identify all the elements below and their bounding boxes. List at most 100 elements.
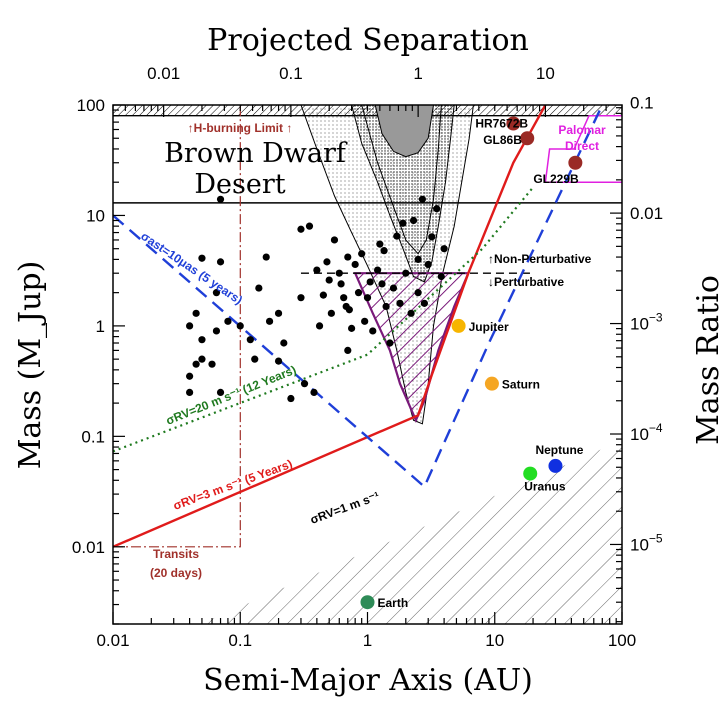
astrometry-label: σast=10μas (5 years): [138, 229, 245, 307]
exoplanet-point: [192, 309, 200, 317]
exoplanet-point: [236, 322, 244, 330]
exoplanet-point: [386, 339, 394, 347]
exoplanet-point: [300, 380, 309, 388]
exoplanet-point: [376, 240, 384, 248]
planet-label: Neptune: [535, 443, 583, 457]
top-tick-label: 1: [413, 64, 422, 83]
x-tick-label: 100: [608, 631, 636, 650]
perturbative-label: ↓Perturbative: [488, 275, 564, 289]
exoplanet-point: [351, 260, 359, 269]
exoplanet-point: [323, 258, 331, 266]
right-tick-label: 10−4: [630, 421, 663, 444]
planet-marker: [523, 466, 538, 481]
exoplanet-point: [399, 219, 407, 227]
planet-marker: [548, 458, 563, 473]
companion-marker: [520, 131, 535, 146]
exoplanet-point: [262, 253, 270, 261]
exoplanet-point: [186, 388, 194, 396]
planet-label: Earth: [378, 596, 409, 610]
planet-label: Saturn: [502, 378, 540, 392]
exoplanet-point: [208, 360, 216, 368]
x-tick-label: 10: [485, 631, 504, 650]
right-tick-label: 0.01: [630, 204, 663, 223]
exoplanet-point: [402, 269, 410, 277]
x-axis-title: Semi-Major Axis (AU): [203, 663, 533, 698]
exoplanet-point: [274, 309, 283, 317]
exoplanet-point: [315, 322, 324, 330]
companion-marker: [506, 116, 521, 131]
exoplanet-point: [373, 266, 382, 274]
exoplanet-point: [396, 299, 404, 307]
rv1-region: [200, 440, 622, 624]
transits-boundary: [113, 105, 241, 548]
exoplanet-point: [216, 195, 225, 203]
exoplanet-point: [274, 357, 283, 365]
x-tick-label: 1: [363, 631, 372, 650]
exoplanet-point: [319, 291, 327, 299]
exoplanet-point: [366, 278, 374, 286]
exoplanet-point: [186, 322, 194, 330]
top-tick-label: 0.01: [147, 64, 180, 83]
exoplanet-point: [414, 255, 422, 264]
exoplanet-point: [424, 260, 432, 269]
x-tick-label: 0.1: [228, 631, 252, 650]
transits-days-label: (20 days): [150, 566, 202, 580]
exoplanet-point: [380, 247, 388, 255]
exoplanet-point: [224, 317, 232, 325]
astrometry-line: [113, 105, 604, 489]
top-axis-title: Projected Separation: [207, 23, 529, 58]
desert-label: Desert: [194, 169, 285, 200]
y-tick-label: 0.1: [81, 427, 105, 446]
exoplanet-point: [337, 280, 345, 288]
plot-area: [113, 105, 622, 624]
h-burning-label: ↑H-burning Limit ↑: [188, 121, 293, 135]
exoplanet-point: [389, 284, 398, 292]
exoplanet-point: [310, 388, 318, 396]
exoplanet-point: [344, 253, 352, 261]
right-tick-exponent: −3: [649, 311, 663, 325]
exoplanet-point: [198, 355, 206, 363]
right-axis-title: Mass Ratio: [691, 275, 726, 445]
exoplanet-point: [297, 294, 305, 302]
exoplanet-point: [330, 236, 339, 244]
exoplanet-point: [305, 222, 314, 230]
exoplanet-point: [340, 294, 348, 302]
contour-inner: [374, 105, 435, 158]
non-perturbative-label: ↑Non-Perturbative: [488, 252, 592, 266]
exoplanet-point: [251, 355, 259, 363]
exoplanet-point: [325, 276, 333, 284]
exoplanet-point: [354, 289, 363, 297]
exoplanet-point: [212, 289, 221, 297]
exoplanet-point: [212, 327, 221, 335]
palomar-direct-label: Direct: [565, 139, 599, 153]
perturbative-region: [353, 272, 470, 423]
companion-label: HR7672B: [475, 116, 528, 130]
exoplanet-point: [428, 233, 436, 241]
exoplanet-point: [313, 266, 321, 274]
exoplanet-point: [198, 336, 206, 344]
exoplanet-point: [216, 258, 225, 266]
exoplanet-point: [192, 360, 200, 368]
exoplanet-point: [335, 269, 343, 277]
right-tick-label: 10−3: [630, 311, 663, 334]
exoplanet-point: [378, 280, 386, 288]
transits-label: Transits: [153, 547, 199, 561]
exoplanet-point: [345, 306, 353, 314]
exoplanet-point: [407, 309, 415, 317]
y-tick-label: 100: [77, 96, 105, 115]
right-tick-label: 0.1: [630, 94, 654, 113]
brown-dwarf-label: Brown Dwarf: [164, 138, 348, 169]
exoplanet-point: [216, 388, 225, 396]
rv20-label: σRV=20 m s⁻¹ (12 Years): [164, 363, 298, 428]
exoplanet-point: [409, 216, 418, 225]
y-tick-label: 0.01: [72, 538, 105, 557]
x-tick-label: 0.01: [96, 631, 129, 650]
exoplanet-point: [358, 250, 366, 258]
companion-label: GL86B: [483, 133, 522, 147]
exoplanet-point: [344, 346, 352, 355]
y-axis-title: Mass (M_Jup): [13, 261, 48, 470]
palomar-label: Palomar: [558, 123, 606, 137]
